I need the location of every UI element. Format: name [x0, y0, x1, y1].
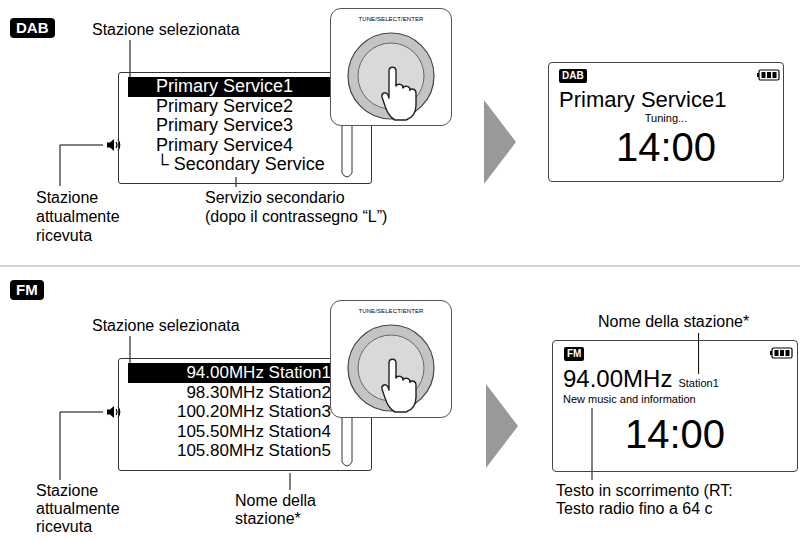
list-item: 105.80MHz Station5 — [177, 441, 331, 461]
battery-icon — [757, 70, 779, 80]
list-item: Primary Service1 — [156, 77, 293, 97]
section-divider — [0, 266, 800, 267]
text-row: New music and information — [563, 393, 787, 406]
callout-label: Stazione selezionata — [92, 316, 240, 335]
leader-line — [290, 473, 291, 490]
display-text: 14:00 — [625, 412, 725, 456]
list-item: └ Secondary Service — [156, 155, 325, 175]
text-row: 14:00 — [563, 412, 787, 456]
mode-tag: DAB — [10, 18, 55, 38]
callout-label: Stazione attualmente ricevuta — [36, 188, 136, 245]
leader-line — [236, 177, 237, 187]
mode-label: FM — [16, 281, 38, 299]
list-item: Primary Service4 — [156, 136, 293, 156]
list-item: 98.30MHz Station2 — [186, 383, 331, 403]
text-row: DAB — [16, 19, 49, 37]
hand-icon — [382, 67, 416, 120]
radio-display: DAB Primary Service1Tuning...14:00 — [548, 62, 784, 182]
callout-label: Nome della stazione* — [235, 492, 345, 528]
text-row: 100.20MHz Station3 — [119, 402, 334, 422]
text-row: TUNE/SELECT/ENTER — [331, 301, 451, 315]
display-text: Primary Service1 — [559, 87, 726, 112]
hand-icon — [396, 375, 410, 383]
callout-label: Servizio secondario (dopo il contrassegn… — [205, 188, 465, 226]
text-row: DAB — [562, 70, 584, 82]
text-row: 94.00MHz Station1 — [563, 365, 787, 393]
text-row: 105.80MHz Station5 — [119, 441, 334, 461]
list-item: Primary Service3 — [156, 116, 293, 136]
list-item: 105.50MHz Station4 — [177, 422, 331, 442]
knob-caption: TUNE/SELECT/ENTER — [358, 15, 423, 23]
display-text: New music and information — [563, 393, 696, 406]
leader-line — [60, 412, 103, 480]
callout-label: Testo in scorrimento (RT: Testo radio fi… — [556, 482, 796, 518]
list-item: 100.20MHz Station3 — [177, 402, 331, 422]
mode-label: DAB — [16, 19, 49, 37]
mode-label: FM — [567, 348, 581, 360]
tune-knob: TUNE/SELECT/ENTER — [330, 8, 452, 126]
battery-icon — [770, 348, 792, 358]
list-item: 94.00MHz Station1 — [186, 363, 331, 383]
display-text: 94.00MHz — [563, 365, 672, 393]
hand-icon — [382, 359, 416, 412]
tune-knob: TUNE/SELECT/ENTER — [330, 300, 452, 418]
mode-label: DAB — [562, 70, 584, 82]
leader-line — [592, 408, 593, 480]
callout-label: Stazione selezionata — [92, 20, 240, 39]
text-row: Primary Service4 — [119, 136, 371, 156]
callout-label: Nome della stazione* — [598, 312, 749, 331]
radio-display: FM 94.00MHz Station1New music and informat… — [552, 340, 798, 472]
text-row: Primary Service1 — [559, 87, 773, 112]
leader-line — [60, 145, 103, 186]
mode-tag: FM — [10, 280, 44, 300]
text-row: FM — [567, 348, 581, 360]
text-row: FM — [16, 281, 38, 299]
text-row: 98.30MHz Station2 — [119, 383, 334, 403]
selection-bar: Primary Service1 — [128, 77, 330, 97]
text-row: 14:00 — [559, 125, 773, 169]
text-row: └ Secondary Service — [119, 155, 371, 175]
hand-icon — [396, 83, 410, 91]
knob-graphic — [331, 301, 450, 416]
text-row: TUNE/SELECT/ENTER — [331, 9, 451, 23]
knob-ring — [348, 33, 434, 119]
display-text: 14:00 — [616, 125, 716, 169]
mode-tag: FM — [564, 347, 584, 361]
mode-tag: DAB — [559, 69, 587, 83]
text-row: 105.50MHz Station4 — [119, 422, 334, 442]
text-row: Tuning... — [559, 112, 773, 125]
knob-graphic — [331, 9, 450, 124]
display-text: Tuning... — [645, 112, 687, 125]
knob-caption: TUNE/SELECT/ENTER — [358, 307, 423, 315]
display-text: Station1 — [678, 377, 718, 389]
flow-arrow — [484, 100, 516, 184]
list-item: Primary Service2 — [156, 97, 293, 117]
knob-ring — [348, 325, 434, 411]
selection-bar: 94.00MHz Station1 — [128, 363, 334, 383]
flow-arrow — [486, 384, 518, 468]
callout-label: Stazione attualmente ricevuta — [36, 482, 136, 536]
